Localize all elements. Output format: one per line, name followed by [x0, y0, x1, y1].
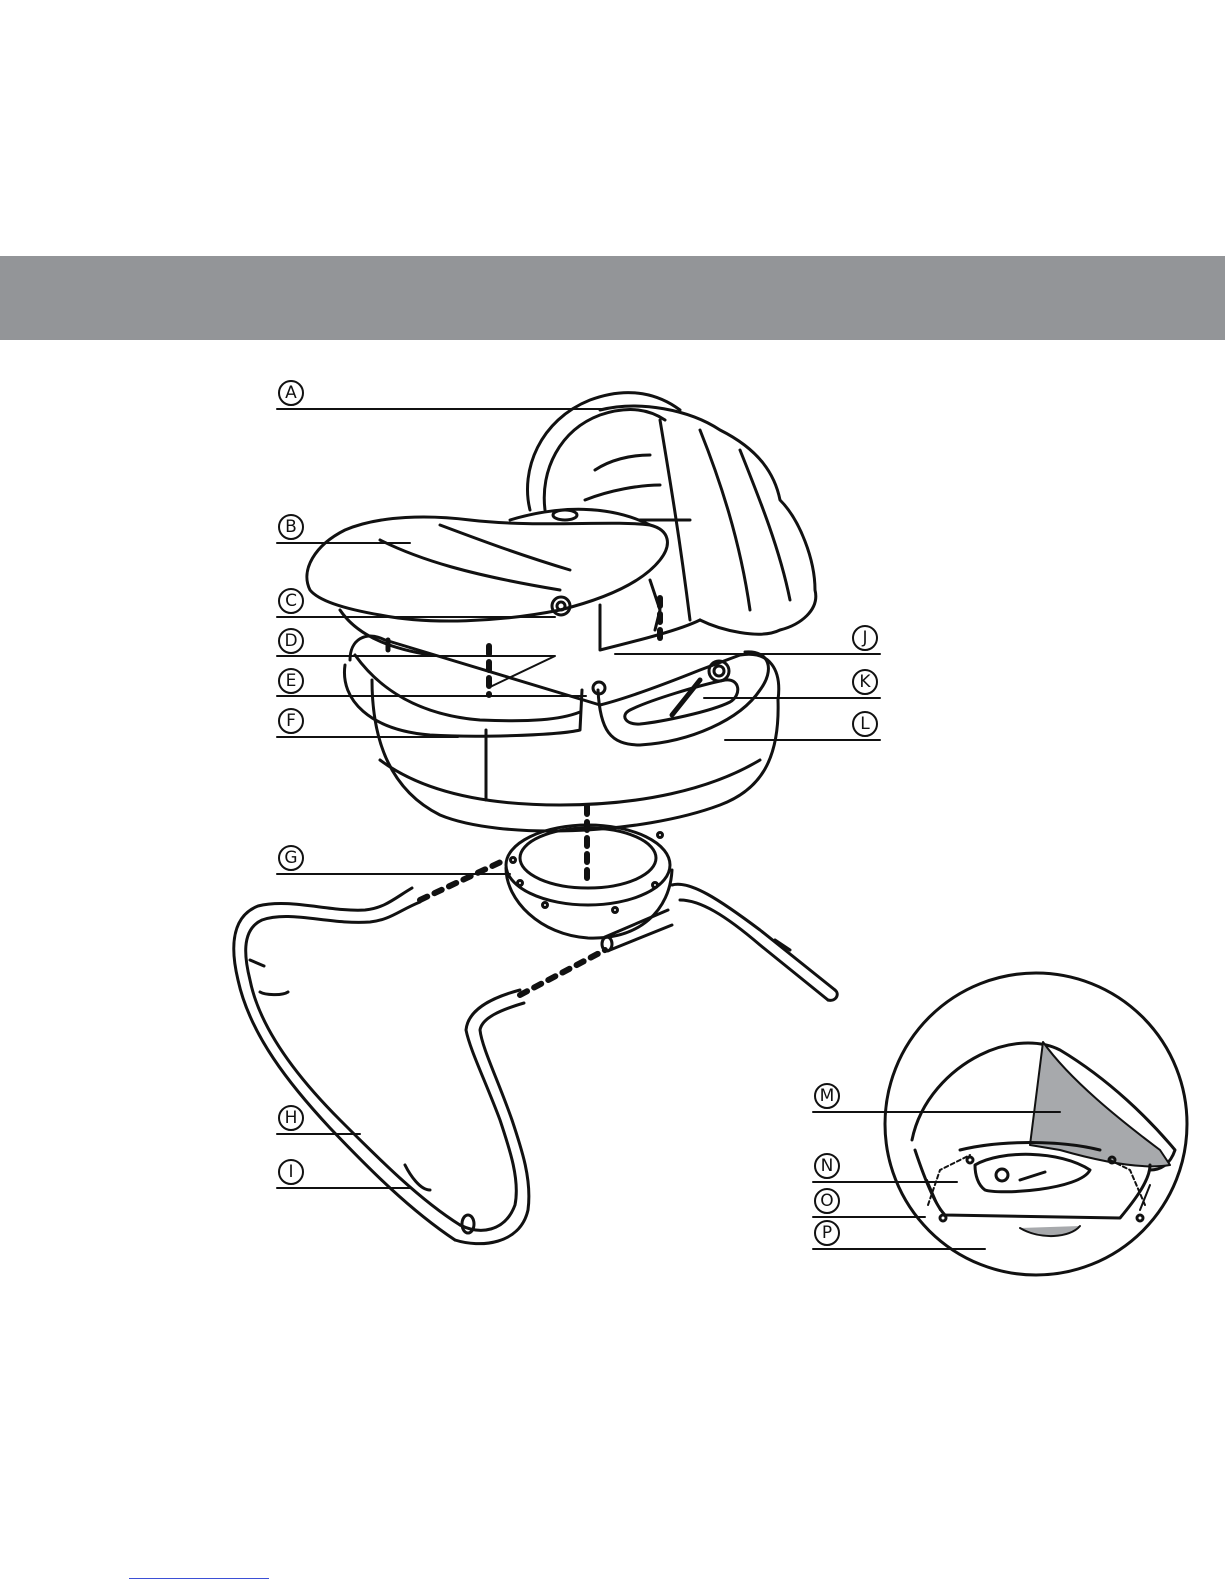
label-A: A	[279, 381, 303, 405]
svg-text:O: O	[820, 1191, 833, 1211]
label-N: N	[815, 1154, 839, 1178]
svg-text:A: A	[285, 383, 297, 403]
callout-lines	[277, 409, 1060, 1249]
label-G: G	[279, 846, 303, 870]
svg-text:M: M	[820, 1086, 835, 1106]
svg-text:P: P	[822, 1223, 832, 1243]
svg-text:H: H	[285, 1108, 298, 1128]
label-H: H	[279, 1106, 303, 1130]
label-C: C	[279, 589, 303, 613]
label-K: K	[853, 670, 877, 694]
svg-text:K: K	[859, 672, 871, 692]
svg-text:C: C	[285, 591, 297, 611]
rocker-base	[234, 825, 837, 1244]
label-D: D	[279, 629, 303, 653]
svg-text:D: D	[284, 631, 297, 651]
svg-text:G: G	[284, 848, 297, 868]
label-B: B	[279, 515, 303, 539]
label-L: L	[853, 712, 877, 736]
label-F: F	[279, 709, 303, 733]
footer-rule	[129, 1578, 269, 1579]
label-J: J	[853, 626, 877, 650]
label-O: O	[815, 1189, 839, 1213]
label-P: P	[815, 1221, 839, 1245]
apron-cover	[307, 509, 700, 655]
canopy-hood	[528, 393, 816, 635]
svg-text:E: E	[286, 671, 297, 691]
svg-text:J: J	[861, 628, 867, 648]
svg-text:B: B	[285, 517, 297, 537]
svg-text:F: F	[286, 711, 296, 731]
label-I: I	[279, 1160, 303, 1184]
label-E: E	[279, 669, 303, 693]
label-M: M	[815, 1084, 839, 1108]
svg-text:N: N	[821, 1156, 834, 1176]
attachment-guides	[420, 598, 660, 995]
svg-text:I: I	[288, 1162, 293, 1182]
bassinet-body	[344, 636, 778, 831]
svg-text:L: L	[860, 714, 870, 734]
detail-inset	[885, 973, 1187, 1275]
